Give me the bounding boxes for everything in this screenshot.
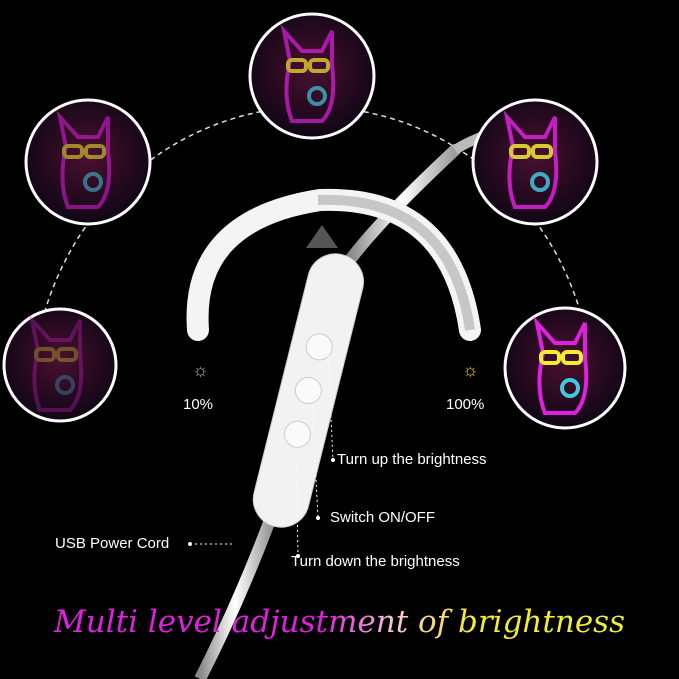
max-level-label: 100% bbox=[446, 396, 485, 413]
neon-sign-level-1 bbox=[2, 307, 118, 423]
plus-button bbox=[305, 333, 333, 361]
controller bbox=[252, 253, 364, 528]
arrow-icon bbox=[306, 225, 338, 248]
minus-button bbox=[284, 420, 312, 448]
neon-sign-level-4 bbox=[471, 98, 599, 226]
sun-bright-icon: ☼ bbox=[462, 360, 479, 380]
sun-dim-icon: ☼ bbox=[192, 360, 209, 380]
power-button bbox=[294, 377, 322, 405]
neon-sign-level-5 bbox=[503, 306, 627, 430]
switch-label: Switch ON/OFF bbox=[330, 509, 436, 526]
turn-up-label: Turn up the brightness bbox=[337, 451, 487, 468]
neon-sign-level-3 bbox=[248, 12, 376, 140]
turn-down-label: Turn down the brightness bbox=[291, 553, 460, 570]
usb-cord-label: USB Power Cord bbox=[55, 535, 170, 552]
neon-sign-level-2 bbox=[24, 98, 152, 226]
min-level-label: 10% bbox=[183, 396, 214, 413]
headline: Multi level adjustment of brightness bbox=[0, 604, 679, 640]
